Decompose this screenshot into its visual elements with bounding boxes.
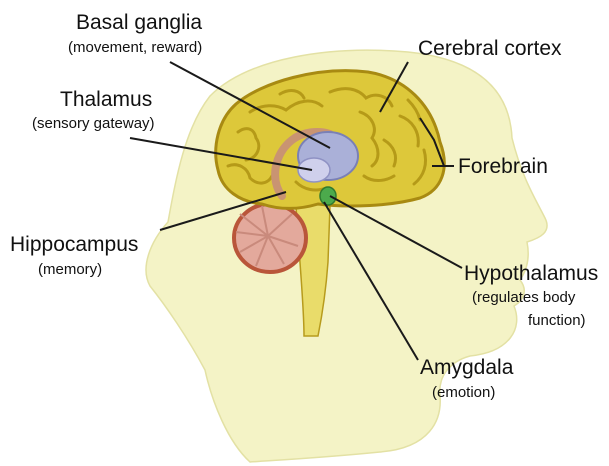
thalamus — [298, 158, 330, 182]
hypothalamus — [320, 187, 336, 205]
desc-amygdala: (emotion) — [432, 385, 495, 402]
label-amygdala: Amygdala — [420, 356, 513, 379]
cerebellum — [234, 204, 306, 272]
desc-hypothalamus-line1: (regulates body — [472, 290, 575, 307]
desc-hypothalamus-line2: function) — [528, 313, 586, 330]
label-hypothalamus: Hypothalamus — [464, 262, 598, 285]
label-forebrain: Forebrain — [458, 155, 548, 178]
label-thalamus: Thalamus — [60, 88, 152, 111]
desc-hippocampus: (memory) — [38, 262, 102, 279]
label-cerebral-cortex: Cerebral cortex — [418, 37, 562, 60]
desc-basal-ganglia: (movement, reward) — [68, 40, 202, 57]
label-hippocampus: Hippocampus — [10, 233, 138, 256]
desc-thalamus: (sensory gateway) — [32, 116, 155, 133]
label-basal-ganglia: Basal ganglia — [76, 11, 202, 34]
